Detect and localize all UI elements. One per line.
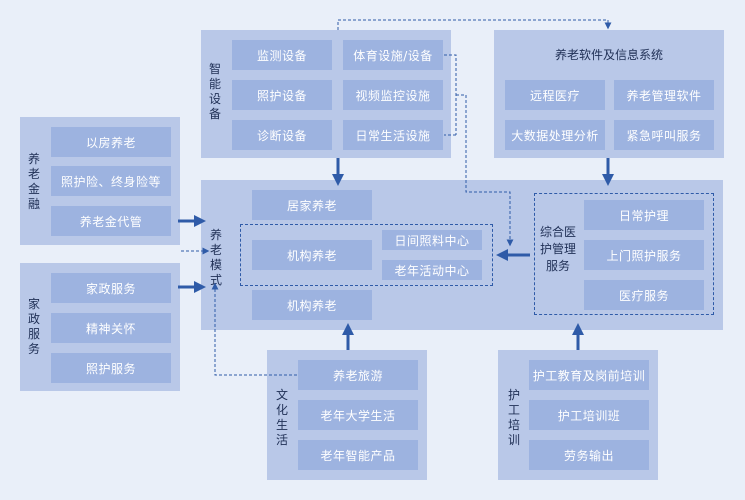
device-monitoring: 监测设备: [232, 40, 332, 70]
smart-devices-label: 智能设备: [208, 62, 221, 121]
software-title: 养老软件及信息系统: [554, 48, 663, 62]
software-telemedicine: 远程医疗: [505, 80, 605, 110]
housekeeping-label: 家政服务: [27, 297, 40, 356]
elderly-mode-label: 养老模式: [209, 228, 222, 287]
finance-house: 以房养老: [51, 127, 171, 157]
mode-institution-bottom: 机构养老: [252, 290, 372, 320]
integrated-group: [534, 193, 714, 315]
culture-university: 老年大学生活: [298, 400, 418, 430]
training-label: 护工培训: [507, 388, 520, 447]
culture-label: 文化生活: [275, 388, 288, 447]
care-medical: 医疗服务: [584, 280, 704, 310]
training-class: 护工培训班: [529, 400, 649, 430]
software-management: 养老管理软件: [614, 80, 714, 110]
institution-group: [240, 224, 493, 286]
housekeeping-service: 家政服务: [51, 273, 171, 303]
care-daily: 日常护理: [584, 200, 704, 230]
culture-travel: 养老旅游: [298, 360, 418, 390]
mode-institution: 机构养老: [252, 240, 372, 270]
device-video: 视频监控设施: [343, 80, 443, 110]
software-emergency-call: 紧急呼叫服务: [614, 120, 714, 150]
integrated-label: 综合医护管理服务: [538, 224, 578, 275]
device-diagnosis: 诊断设备: [232, 120, 332, 150]
finance-label: 养老金融: [27, 152, 40, 211]
housekeeping-spiritual-care: 精神关怀: [51, 313, 171, 343]
culture-smart-products: 老年智能产品: [298, 440, 418, 470]
software-big-data: 大数据处理分析: [505, 120, 605, 150]
dashed-devices-to-software: [337, 19, 612, 30]
mode-activity-center: 老年活动中心: [382, 260, 482, 280]
device-sports: 体育设施/设备: [343, 40, 443, 70]
integrated-label-text: 综合医护管理服务: [539, 225, 576, 273]
device-daily-life: 日常生活设施: [343, 120, 443, 150]
housekeeping-care: 照护服务: [51, 353, 171, 383]
training-labor-export: 劳务输出: [529, 440, 649, 470]
mode-day-care: 日间照料中心: [382, 230, 482, 250]
finance-insurance: 照护险、终身险等: [51, 166, 171, 196]
mode-home: 居家养老: [252, 190, 372, 220]
care-home-visit: 上门照护服务: [584, 240, 704, 270]
training-education: 护工教育及岗前培训: [529, 360, 649, 390]
finance-pension-custody: 养老金代管: [51, 206, 171, 236]
device-care: 照护设备: [232, 80, 332, 110]
